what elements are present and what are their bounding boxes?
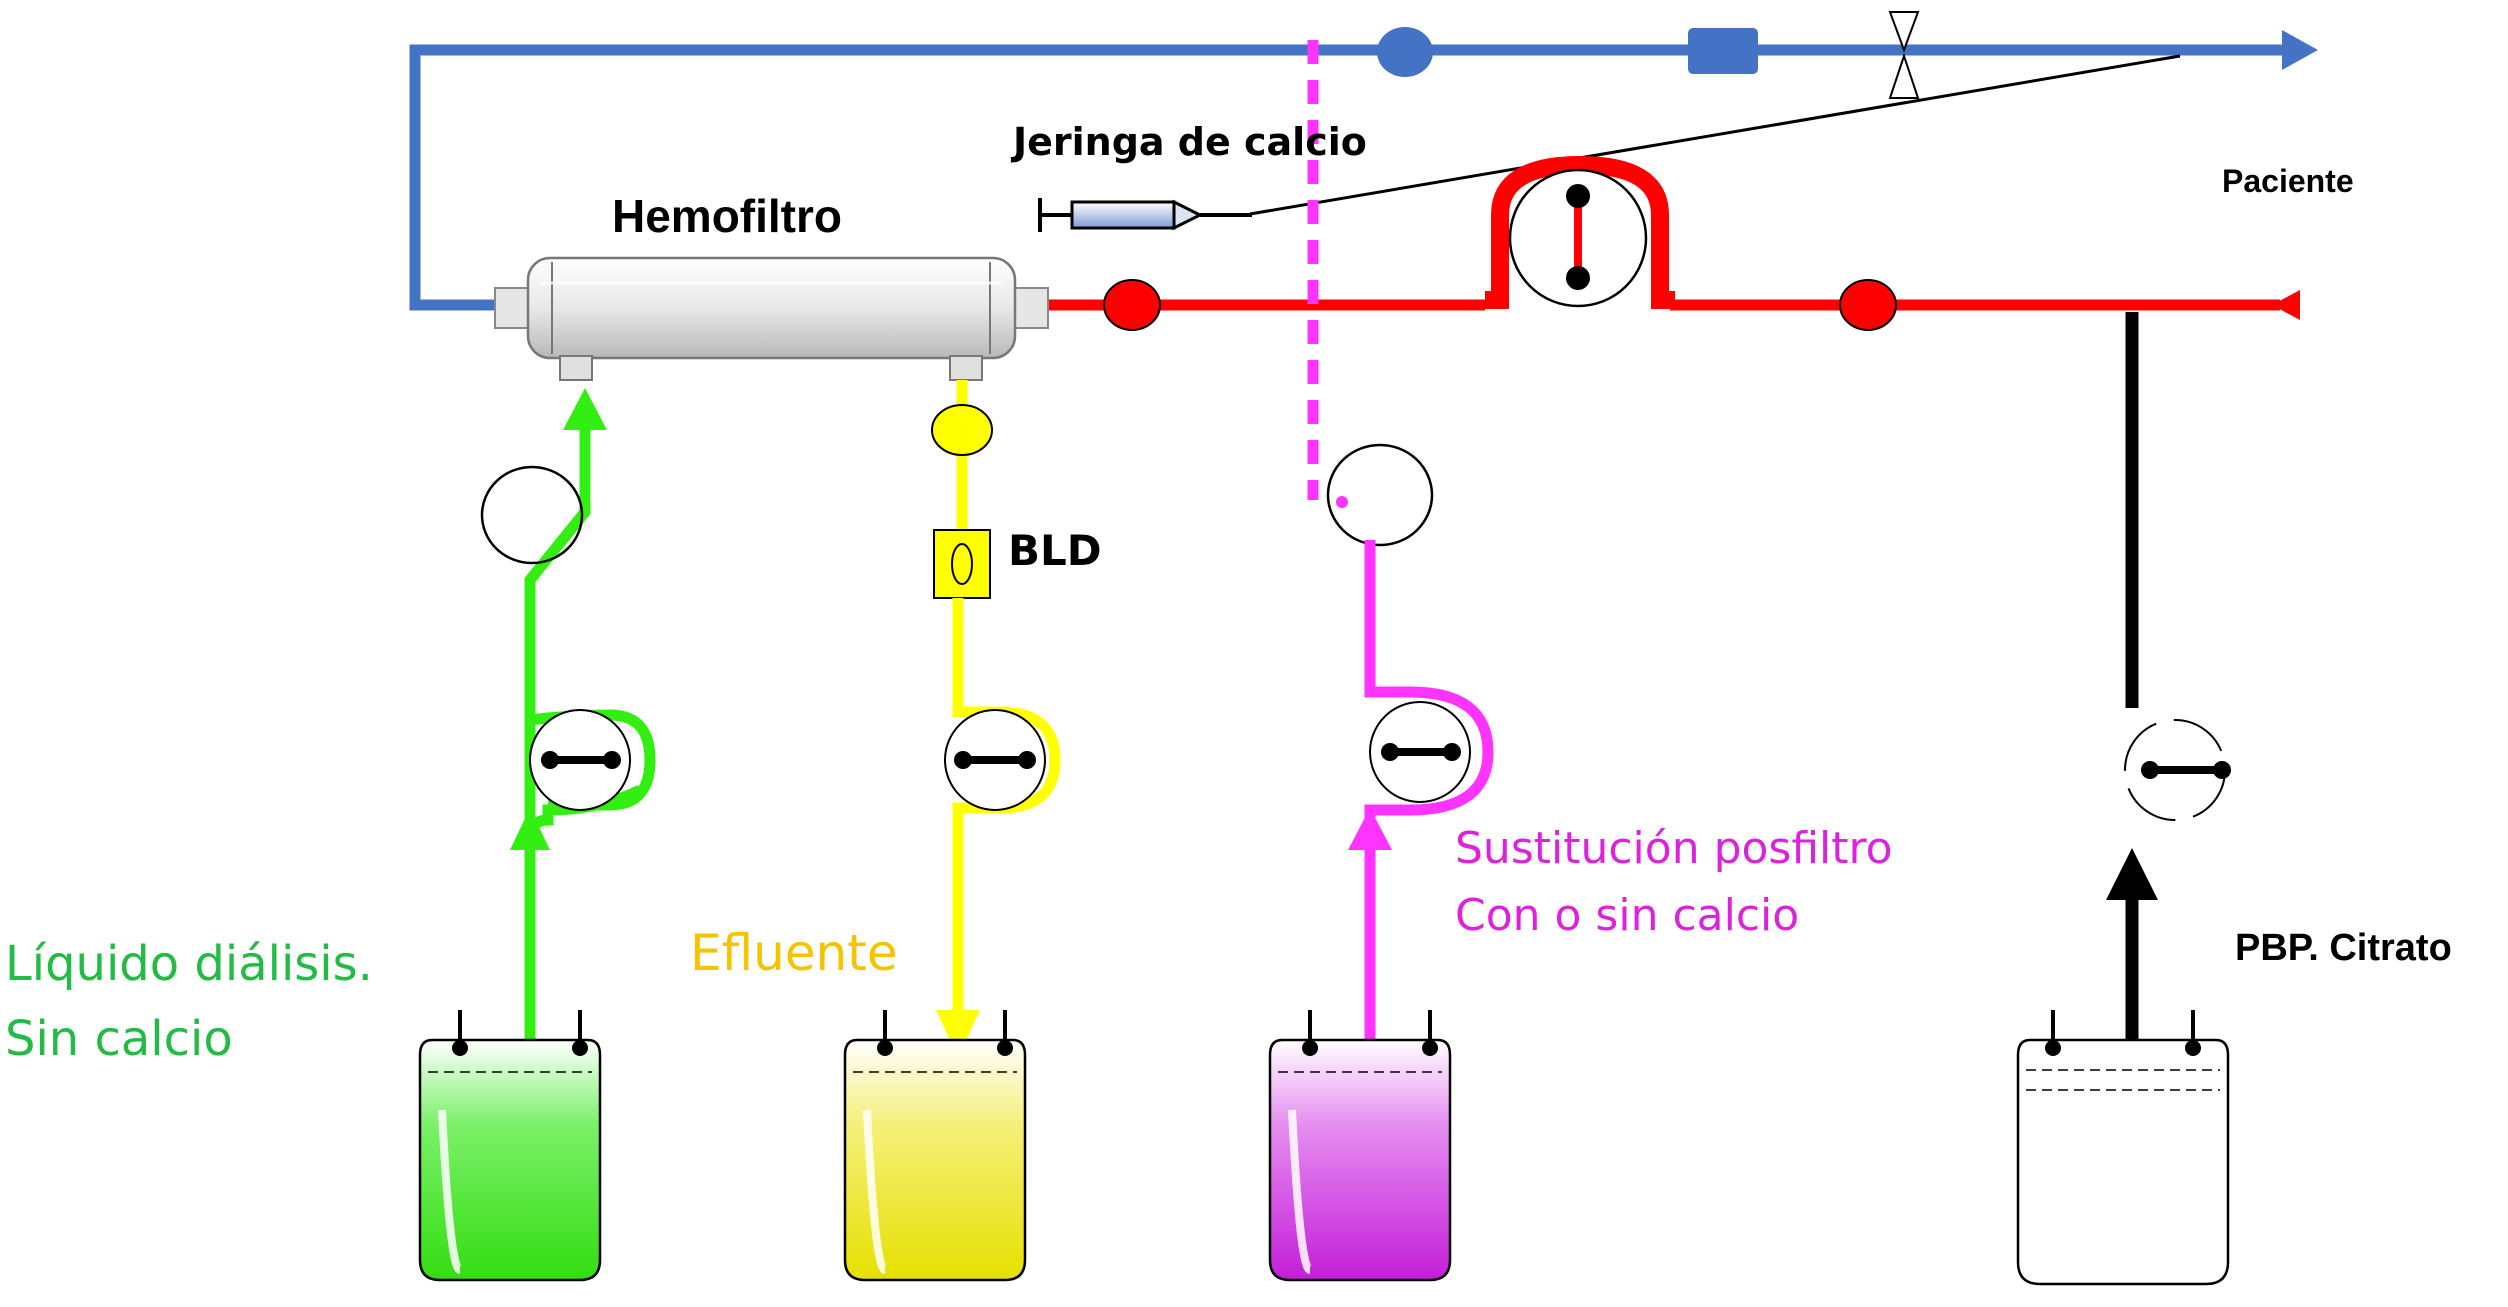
substitution-bag [1268, 1010, 1452, 1282]
blood-pump [1485, 155, 1675, 309]
calcium-syringe-label: Jeringa de calcio [1010, 120, 1367, 164]
dialysate-arrow-upper [563, 388, 607, 430]
substitution-line [1326, 443, 1494, 1045]
calcium-syringe-icon [1038, 198, 1252, 232]
pressure-sensor-access [1839, 279, 1897, 331]
effluent-line [931, 380, 1061, 1058]
hemofilter [494, 256, 1049, 381]
substitution-label-line2: Con o sin calcio [1455, 890, 1799, 941]
effluent-label: Efluente [690, 924, 898, 982]
calcium-line [1249, 54, 2181, 216]
substitution-arrow [1348, 808, 1392, 850]
dialysate-heater [480, 465, 584, 565]
patient-label: Paciente [2222, 163, 2354, 199]
bld-label: BLD [1008, 526, 1102, 575]
dialysate-label-line2: Sin calcio [5, 1011, 233, 1067]
substitution-label-line1: Sustitución posfiltro [1455, 823, 1893, 874]
substitution-heater [1326, 443, 1434, 547]
effluent-arrow [936, 1010, 980, 1058]
return-line [409, 11, 2318, 311]
return-arrow-head [2282, 30, 2318, 70]
citrate-pump [2124, 719, 2231, 821]
return-clamp-icon [1888, 11, 1920, 99]
dialysate-bag [418, 1010, 602, 1282]
blood-leak-detector [933, 529, 991, 599]
dialysate-pump [529, 709, 631, 811]
effluent-pressure-sensor [931, 404, 993, 456]
substitution-pump [1369, 701, 1471, 803]
dialysate-label-line1: Líquido diálisis. [5, 936, 373, 992]
citrate-line [2106, 312, 2231, 1050]
effluent-bag [843, 1010, 1027, 1282]
pressure-sensor-prefilter [1103, 279, 1161, 331]
citrate-label: PBP. Citrato [2235, 927, 2452, 969]
effluent-pump [944, 709, 1046, 811]
citrate-arrow [2106, 848, 2158, 900]
dialysate-line [480, 388, 656, 1062]
return-air-detector [1688, 28, 1758, 74]
dialysate-arrow-lower [510, 808, 550, 850]
blood-line [1045, 155, 2300, 331]
patient-arrow-head [2272, 290, 2300, 320]
return-drip-chamber [1377, 27, 1433, 77]
citrate-bag [2016, 1010, 2230, 1286]
hemofilter-label: Hemofiltro [612, 190, 842, 242]
